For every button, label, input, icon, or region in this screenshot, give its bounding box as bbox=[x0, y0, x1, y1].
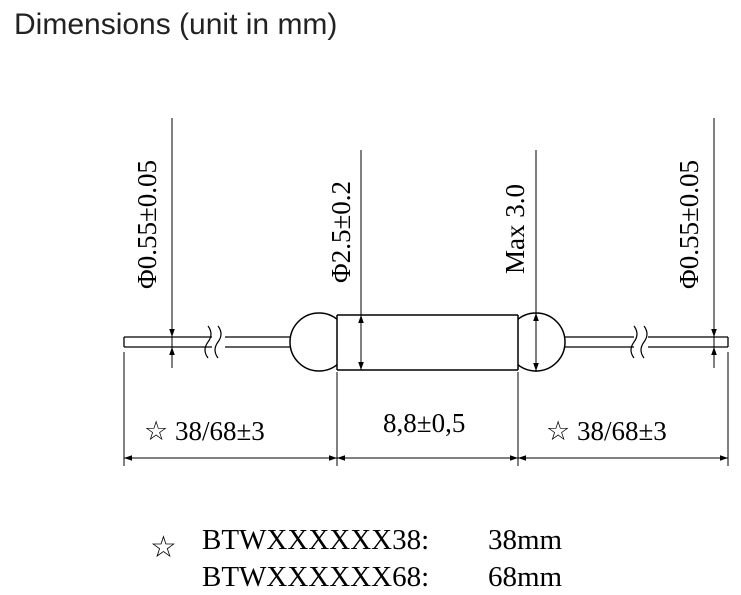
note-model-38: BTWXXXXXX38: bbox=[202, 524, 429, 556]
note-model-68: BTWXXXXXX68: bbox=[202, 561, 429, 593]
max-diameter-label: Max 3.0 bbox=[500, 184, 530, 274]
body-length-label: 8,8±0,5 bbox=[383, 408, 465, 438]
body-diameter-label: Φ2.5±0.2 bbox=[326, 181, 356, 283]
lead-length-right-label: ☆ 38/68±3 bbox=[546, 416, 667, 446]
lead-diameter-right-label: Φ0.55±0.05 bbox=[674, 160, 704, 289]
lead-break-right bbox=[630, 325, 648, 359]
star-icon: ☆ bbox=[150, 531, 177, 564]
lead-right bbox=[553, 336, 729, 348]
lead-left bbox=[123, 336, 297, 348]
lead-length-left-label: ☆ 38/68±3 bbox=[144, 416, 265, 446]
lead-diameter-left-label: Φ0.55±0.05 bbox=[132, 160, 162, 289]
component-body bbox=[289, 312, 566, 372]
diameter-arrows bbox=[169, 313, 717, 371]
note-value-68: 68mm bbox=[488, 561, 563, 593]
page-title: Dimensions (unit in mm) bbox=[14, 8, 338, 41]
note-value-38: 38mm bbox=[488, 524, 563, 556]
lead-break-left bbox=[204, 325, 222, 359]
